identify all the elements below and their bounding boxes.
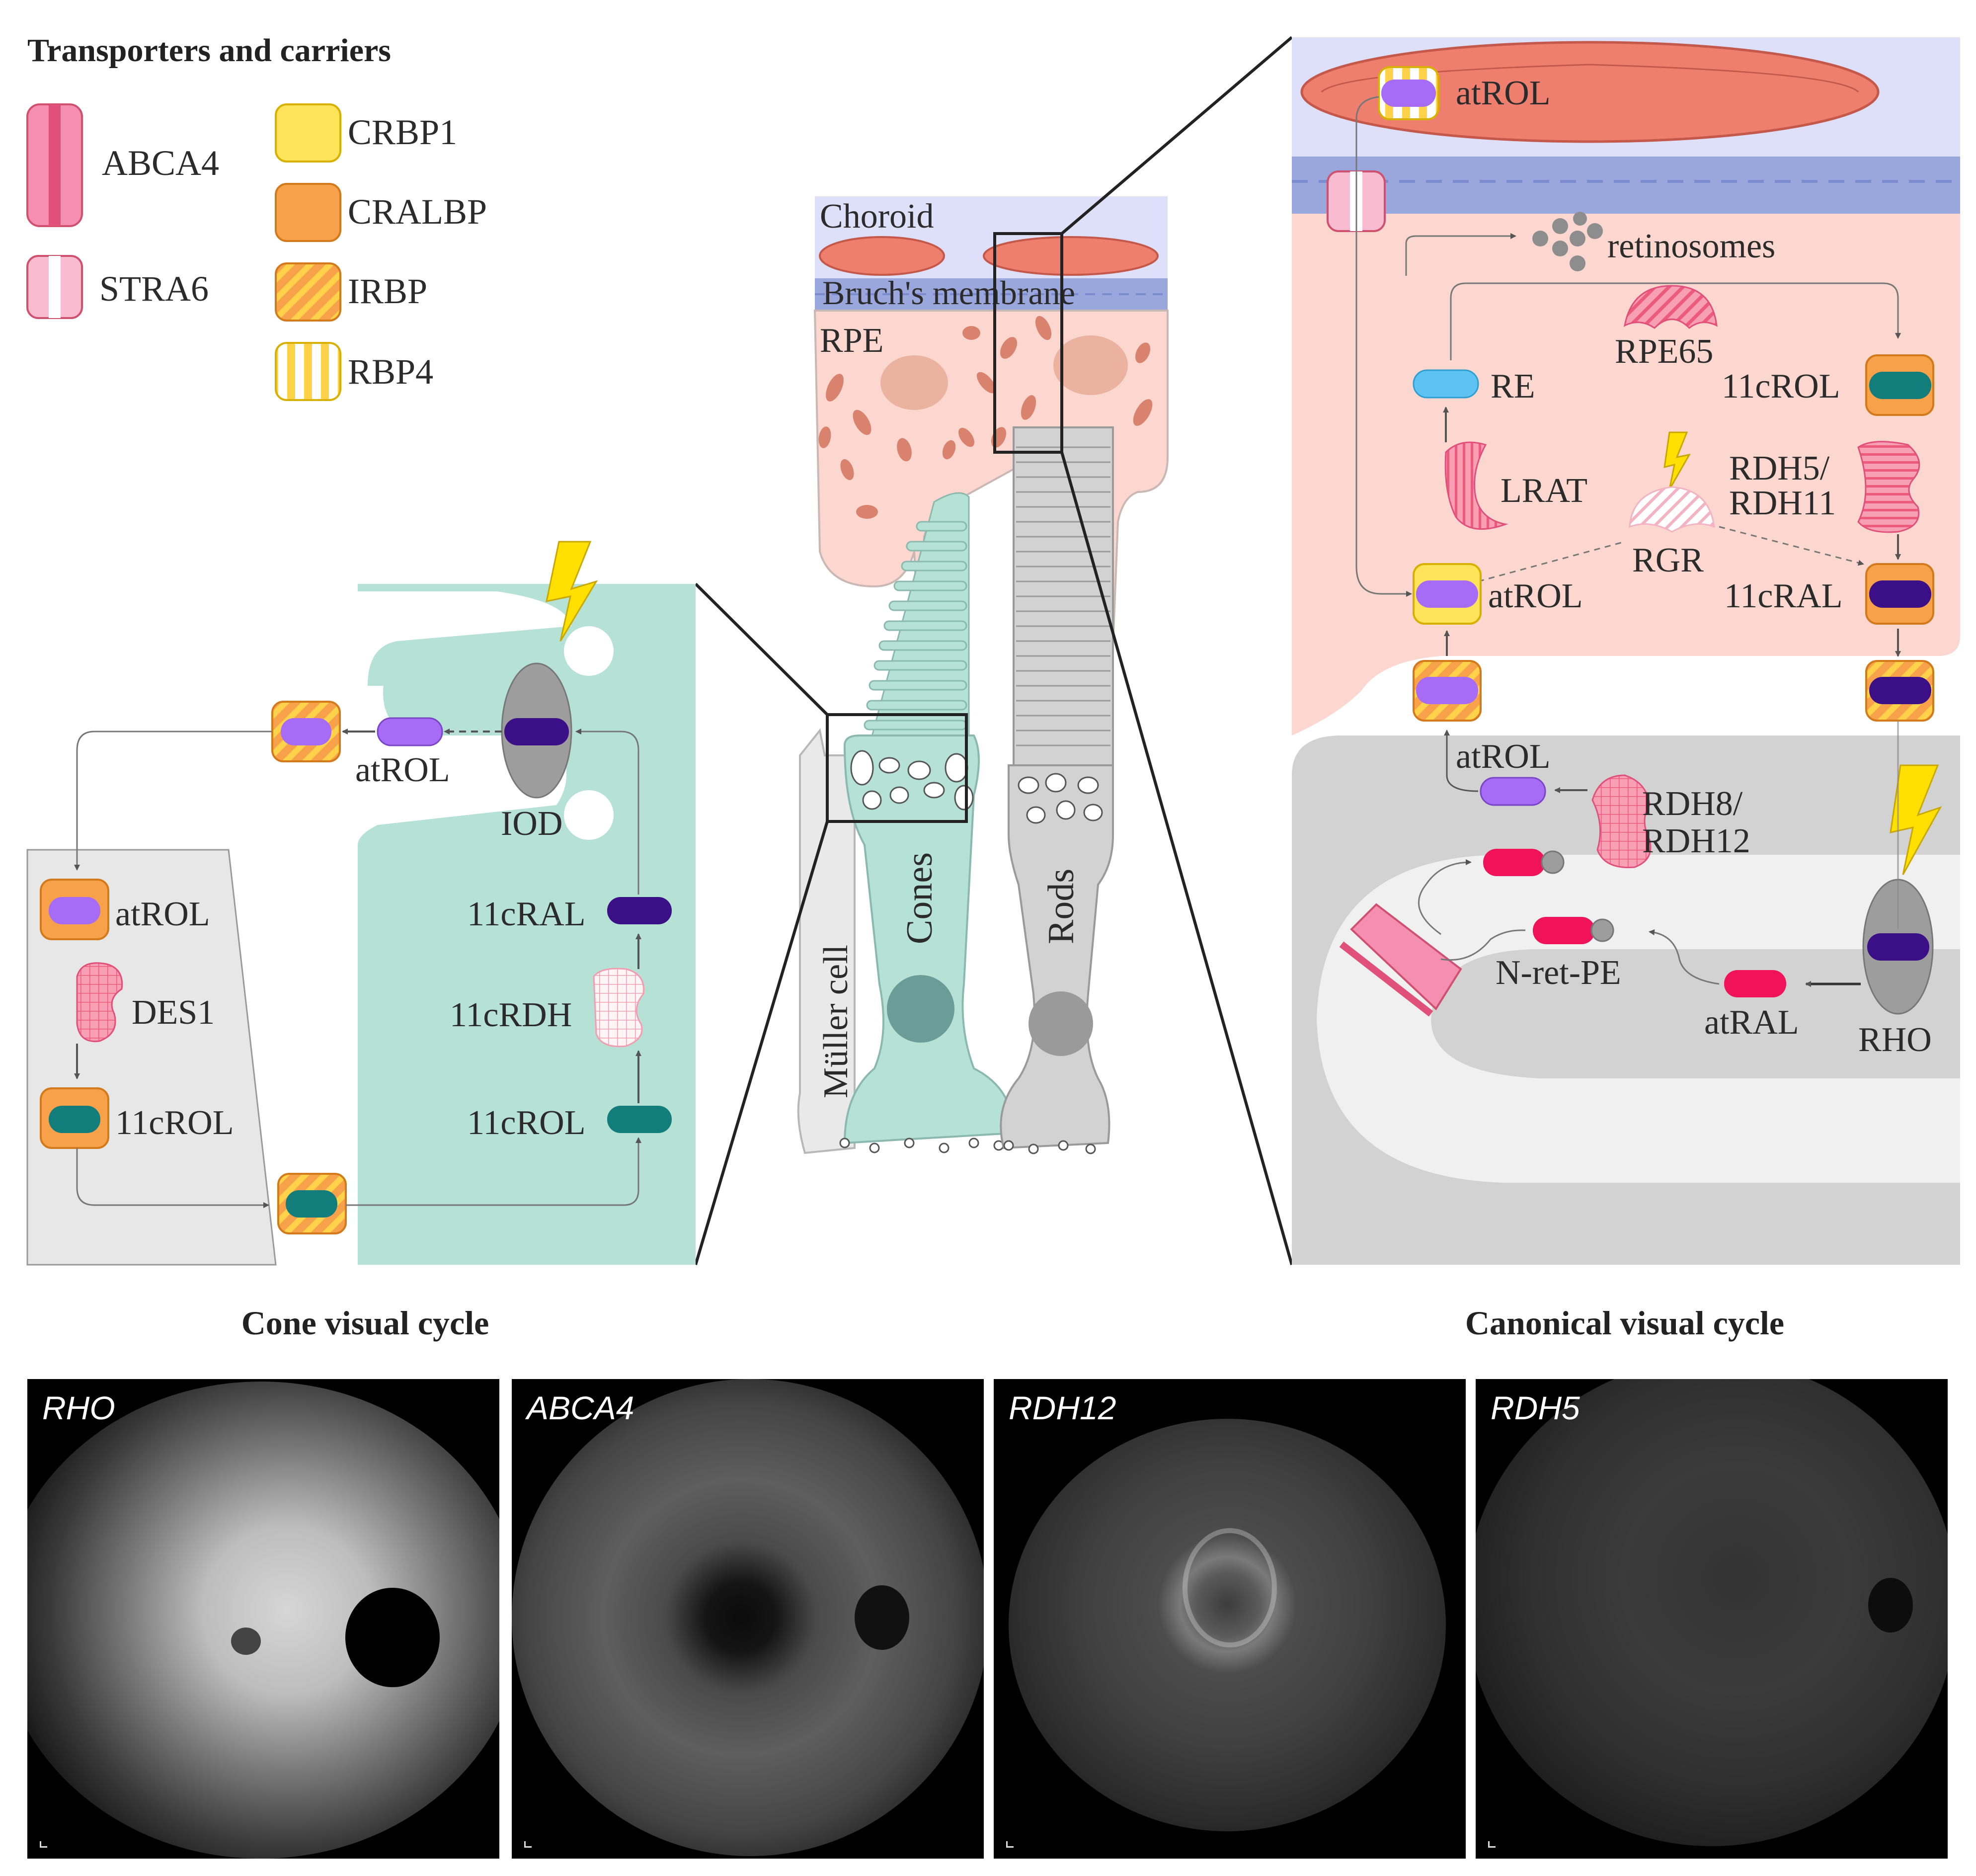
- retinosomes-label: retinosomes: [1607, 227, 1775, 265]
- light-icon: [546, 541, 598, 642]
- abca4-icon: [1339, 903, 1462, 1017]
- legend: Transporters and carriers ABCA4 STRA6 CR…: [26, 32, 487, 401]
- choroid-vessel: [983, 236, 1159, 276]
- muller-cell-label: Müller cell: [817, 945, 855, 1098]
- choroid-label: Choroid: [820, 197, 934, 236]
- des1-label: DES1: [132, 993, 215, 1032]
- legend-rbp4-icon: [275, 342, 341, 401]
- muller-cell-region: [26, 849, 277, 1266]
- rod-disc-lumen: [1317, 855, 1960, 1183]
- lrat-icon: [1444, 441, 1508, 530]
- legend-cralbp-label: CRALBP: [348, 192, 487, 232]
- legend-crbp1-label: CRBP1: [348, 112, 457, 152]
- rdh8-label: RDH8/: [1642, 785, 1743, 823]
- rpe-zoom-box: [993, 232, 1063, 454]
- fundus-gene-label: RDH12: [1009, 1389, 1116, 1426]
- muller-atrol-label: atROL: [115, 895, 210, 933]
- fundus-photo-rho: RHO: [27, 1379, 499, 1859]
- muller-11crol-label: 11cROL: [115, 1104, 234, 1142]
- legend-cralbp-icon: [275, 183, 341, 242]
- scale-bar: [1488, 1841, 1496, 1848]
- rod-atrol-label: atROL: [1456, 737, 1551, 776]
- scale-bar: [40, 1841, 47, 1848]
- cone-cycle-title: Cone visual cycle: [241, 1304, 489, 1342]
- cone-zoom-box: [826, 713, 968, 823]
- rdh12-label: RDH12: [1642, 822, 1750, 860]
- scale-bar: [524, 1841, 532, 1848]
- legend-stra6-label: STRA6: [99, 269, 209, 309]
- fundus-photo-rdh5: RDH5: [1476, 1379, 1948, 1859]
- legend-title: Transporters and carriers: [27, 32, 391, 69]
- rdh8-icon: [1591, 774, 1652, 869]
- blood-atrol-label: atROL: [1456, 74, 1551, 112]
- cone-cycle-panel: IOD atROL atROL DES1 11cROL 11cROL 11cRD…: [26, 541, 696, 1266]
- rpe-label: RPE: [820, 322, 883, 360]
- scale-bar: [1006, 1841, 1014, 1848]
- nretpe-label: N-ret-PE: [1496, 954, 1621, 992]
- cone-cell: Cones: [839, 492, 1015, 1153]
- rpe65-label: RPE65: [1615, 332, 1713, 371]
- rpe65-icon: [1623, 285, 1718, 329]
- des1-icon: [76, 962, 123, 1043]
- cone-outer-segment: [358, 584, 696, 1265]
- rdh5-label: RDH5/: [1729, 449, 1830, 488]
- legend-abca4-icon: [26, 103, 83, 227]
- canonical-11crol-label: 11cROL: [1722, 367, 1840, 406]
- bruch-membrane-zoom: [1292, 157, 1960, 214]
- legend-stra6-icon: [26, 255, 83, 319]
- fundus-gene-label: RHO: [42, 1389, 115, 1426]
- rods-label: Rods: [1041, 869, 1082, 944]
- canonical-cycle-panel: atROL retinosomes RPE65 RE 11cROL LRAT R…: [1292, 37, 1960, 1265]
- legend-crbp1-icon: [275, 103, 341, 163]
- retinosomes-icon: [1532, 212, 1603, 271]
- rgr-icon: [1629, 486, 1715, 533]
- canonical-11cral-label: 11cRAL: [1724, 577, 1842, 615]
- rdh5-icon: [1857, 441, 1920, 533]
- rpe-granules: [818, 316, 1153, 519]
- rpe-atrol-label: atROL: [1488, 577, 1583, 615]
- muller-cell: [797, 728, 856, 1154]
- lrat-label: LRAT: [1501, 472, 1587, 510]
- fundus-photo-rdh12: RDH12: [994, 1379, 1466, 1859]
- cone-atrol-label: atROL: [355, 751, 450, 789]
- iod-label: IOD: [501, 805, 562, 843]
- legend-rbp4-label: RBP4: [348, 352, 433, 392]
- choroid-vessel: [819, 236, 945, 276]
- fundus-photo-abca4: ABCA4: [512, 1379, 984, 1859]
- fundus-gene-label: RDH5: [1491, 1389, 1580, 1426]
- cone-11crol-label: 11cROL: [467, 1104, 585, 1142]
- cones-label: Cones: [899, 852, 940, 944]
- 11crdh-icon: [593, 968, 645, 1048]
- choroid-vessel-zoom: [1300, 41, 1880, 143]
- rdh11-label: RDH11: [1729, 484, 1836, 522]
- rod-cell: Rods: [1000, 426, 1114, 1154]
- 11crdh-label: 11cRDH: [450, 996, 572, 1034]
- visual-cycle-diagram: Transporters and carriers ABCA4 STRA6 CR…: [26, 32, 1960, 1342]
- rho-light-icon: [1890, 764, 1942, 875]
- atral-label: atRAL: [1704, 1003, 1799, 1042]
- retina-schematic: Choroid Bruch's membrane RPE: [694, 36, 1293, 1265]
- canonical-cycle-title: Canonical visual cycle: [1465, 1304, 1784, 1342]
- legend-irbp-label: IRBP: [348, 271, 427, 311]
- fundus-gene-label: ABCA4: [527, 1389, 634, 1426]
- rgr-label: RGR: [1632, 541, 1704, 579]
- legend-irbp-icon: [275, 262, 341, 322]
- bruch-label: Bruch's membrane: [822, 274, 1075, 312]
- re-label: RE: [1491, 367, 1535, 406]
- rpe-cell-zoom: [1292, 214, 1960, 735]
- legend-abca4-label: ABCA4: [102, 143, 219, 183]
- rgr-light-icon: [1663, 431, 1691, 490]
- rho-label: RHO: [1858, 1021, 1932, 1059]
- cone-11cral-label: 11cRAL: [467, 895, 585, 933]
